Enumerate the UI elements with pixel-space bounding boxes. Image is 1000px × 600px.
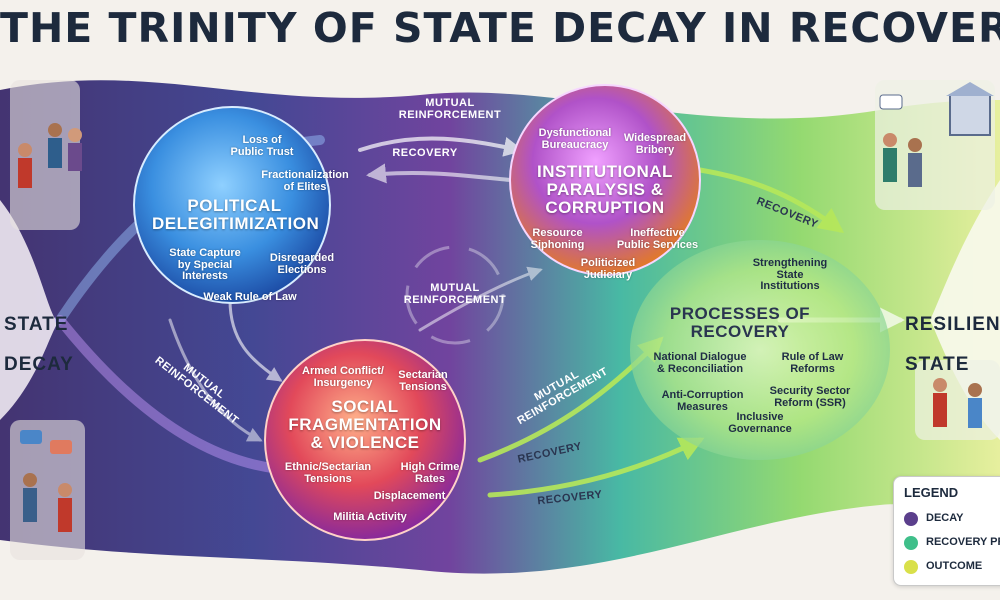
political-item-rule-of-law: Weak Rule of Law [203,291,297,303]
state-decay-line2: DECAY [4,353,74,375]
legend-item-recovery: RECOVERY PROCESS [904,535,1000,551]
political-item-elites: Fractionalization of Elites [261,169,349,193]
political-sphere [133,106,331,304]
recovery-item-ssr: Security Sector Reform (SSR) [769,385,851,409]
social-item-ethnic: Ethnic/Sectarian Tensions [284,461,372,485]
institutional-heading: INSTITUTIONAL PARALYSIS & CORRUPTION [537,162,673,217]
social-item-displacement: Displacement [373,490,446,502]
left-people-illustration [10,80,85,560]
recovery-item-dialogue: National Dialogue & Reconciliation [653,351,747,375]
legend-label-decay: DECAY [926,512,964,524]
recovery-item-rule-of-law: Rule of Law Reforms [781,351,844,375]
political-item-trust: Loss of Public Trust [230,134,294,158]
legend-item-outcome: OUTCOME [904,559,1000,575]
legend-swatch-recovery [904,536,918,550]
right-people-illustration [875,80,1000,440]
institutional-item-bribery: Widespread Bribery [623,132,687,156]
legend-swatch-outcome [904,560,918,574]
social-item-sectarian: Sectarian Tensions [398,369,448,393]
resilient-state-line2: STATE [905,353,970,375]
mutual-reinforcement-top: MUTUAL REINFORCEMENT [398,97,502,121]
institutional-item-siphoning: Resource Siphoning [530,227,585,251]
legend-box: LEGEND DECAY RECOVERY PROCESS OUTCOME [893,476,1000,586]
social-item-crime: High Crime Rates [400,461,460,485]
recovery-item-institutions: Strengthening State Institutions [752,257,828,293]
social-sphere [264,339,466,541]
recovery-heading: PROCESSES OF RECOVERY [669,304,811,341]
legend-swatch-decay [904,512,918,526]
institutional-item-bureaucracy: Dysfunctional Bureaucracy [538,127,612,151]
institutional-item-judiciary: Politicized Judiciary [580,257,636,281]
recovery-item-anti-corruption: Anti-Corruption Measures [661,389,744,413]
social-item-armed-conflict: Armed Conflict/ Insurgency [302,365,384,389]
political-item-elections: Disregarded Elections [269,252,335,276]
institutional-sphere [509,84,701,276]
resilient-state-label: RESILIENT STATE [905,295,1000,395]
state-decay-line1: STATE [4,313,69,335]
recovery-item-governance: Inclusive Governance [728,411,792,435]
legend-item-decay: DECAY [904,511,1000,527]
legend-title: LEGEND [904,485,959,500]
state-decay-label: STATE DECAY [4,295,74,395]
political-heading: POLITICAL DELEGITIMIZATION [152,196,320,233]
mutual-reinforcement-center: MUTUAL REINFORCEMENT [403,282,507,306]
left-decay-lens [0,200,60,420]
legend-label-outcome: OUTCOME [926,560,983,572]
resilient-state-line1: RESILIENT [905,313,1000,335]
social-item-militia: Militia Activity [333,511,407,523]
social-heading: SOCIAL FRAGMENTATION & VIOLENCE [288,397,442,452]
center-cycle-ring [405,245,505,345]
recovery-zone [630,240,890,460]
legend-label-recovery: RECOVERY PROCESS [926,536,1000,548]
page-title: THE TRINITY OF STATE DECAY IN RECOVERY [0,4,1000,52]
political-item-capture: State Capture by Special Interests [169,247,241,283]
recovery-flow-top: RECOVERY [392,147,458,159]
institutional-item-services: Ineffective Public Services [616,227,699,251]
